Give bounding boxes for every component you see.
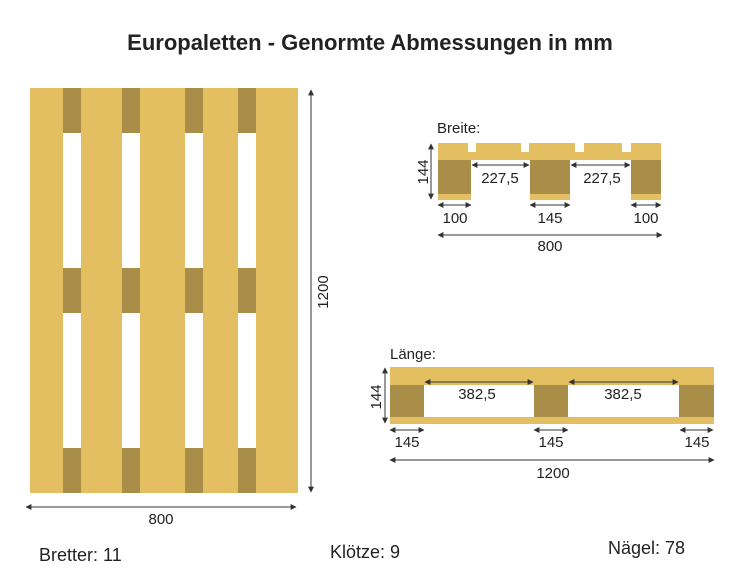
laenge-heading: Länge: bbox=[390, 346, 436, 363]
dim-label-width: 800 bbox=[148, 511, 173, 528]
laenge-side-view bbox=[390, 367, 714, 424]
laenge-block-left-label: 145 bbox=[394, 434, 419, 451]
breite-side-view bbox=[438, 143, 661, 200]
block-top-1 bbox=[63, 88, 81, 133]
breite-block-mid-label: 145 bbox=[537, 210, 562, 227]
laenge-block-mid-label: 145 bbox=[538, 434, 563, 451]
deck-board-2 bbox=[81, 88, 122, 493]
laenge-dim-height: 144 bbox=[368, 384, 385, 409]
breite-gap-left: 227,5 bbox=[481, 170, 519, 187]
laenge-block-left bbox=[390, 385, 424, 417]
block-mid-1 bbox=[63, 268, 81, 313]
laenge-block-mid bbox=[534, 385, 568, 417]
breite-block-mid bbox=[530, 160, 570, 194]
breite-block-right-label: 100 bbox=[633, 210, 658, 227]
laenge-total-label: 1200 bbox=[536, 465, 569, 482]
breite-block-left bbox=[438, 160, 471, 194]
breite-gap-right: 227,5 bbox=[583, 170, 621, 187]
block-mid-4 bbox=[238, 268, 256, 313]
block-mid-2 bbox=[122, 268, 140, 313]
block-top-4 bbox=[238, 88, 256, 133]
dim-label-length: 1200 bbox=[315, 275, 332, 308]
laenge-gap-right: 382,5 bbox=[604, 386, 642, 403]
laenge-bottom-board bbox=[390, 417, 714, 424]
laenge-gap-left: 382,5 bbox=[458, 386, 496, 403]
laenge-block-right-label: 145 bbox=[684, 434, 709, 451]
block-bot-2 bbox=[122, 448, 140, 493]
stat-naegel: Nägel: 78 bbox=[608, 538, 686, 558]
block-top-2 bbox=[122, 88, 140, 133]
breite-top-deck bbox=[438, 143, 661, 160]
laenge-stringer bbox=[390, 379, 714, 385]
deck-board-4 bbox=[203, 88, 238, 493]
deck-board-3 bbox=[140, 88, 185, 493]
stat-bretter: Bretter: 11 bbox=[39, 545, 122, 565]
page-title: Europaletten - Genormte Abmessungen in m… bbox=[127, 30, 613, 55]
block-bot-4 bbox=[238, 448, 256, 493]
breite-bottom-mid bbox=[530, 194, 570, 200]
breite-bottom-left bbox=[438, 194, 471, 200]
laenge-top-deck bbox=[390, 367, 714, 379]
breite-dim-height: 144 bbox=[415, 159, 432, 184]
block-mid-3 bbox=[185, 268, 203, 313]
laenge-block-right bbox=[679, 385, 714, 417]
breite-bottom-right bbox=[631, 194, 661, 200]
breite-heading: Breite: bbox=[437, 120, 480, 137]
block-bot-1 bbox=[63, 448, 81, 493]
breite-block-left-label: 100 bbox=[442, 210, 467, 227]
breite-block-right bbox=[631, 160, 661, 194]
top-view-pallet bbox=[30, 88, 298, 493]
deck-board-1 bbox=[30, 88, 63, 493]
block-top-3 bbox=[185, 88, 203, 133]
deck-board-5 bbox=[256, 88, 298, 493]
block-bot-3 bbox=[185, 448, 203, 493]
stat-kloetze: Klötze: 9 bbox=[330, 542, 401, 562]
breite-total-label: 800 bbox=[537, 238, 562, 255]
